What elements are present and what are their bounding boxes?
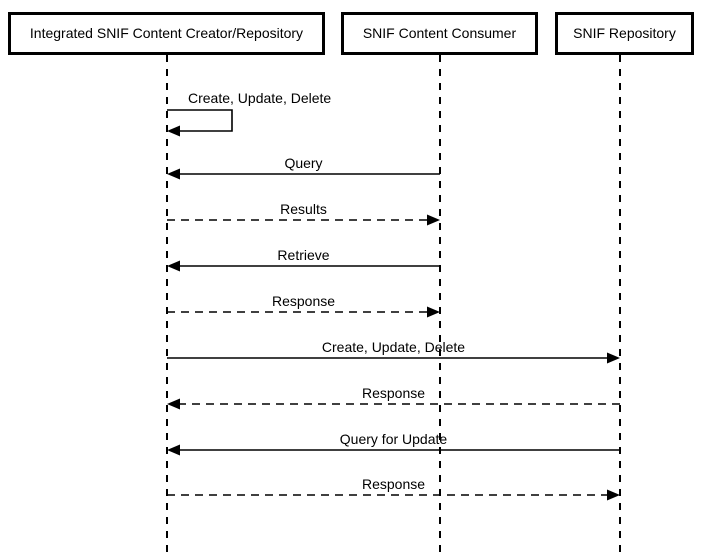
- arrowhead-left: [167, 260, 180, 272]
- arrowhead-right: [427, 214, 440, 226]
- participant-label-repository: SNIF Repository: [573, 25, 676, 41]
- message-self-loop-path: [167, 109, 233, 132]
- message-7-call[interactable]: Query for Update: [167, 431, 620, 456]
- messages-layer: Create, Update, DeleteQueryResultsRetrie…: [167, 90, 620, 501]
- participant-box-repository: [555, 12, 694, 55]
- message-6-return[interactable]: Response: [167, 385, 620, 410]
- message-label-4: Response: [272, 293, 335, 309]
- arrowhead-left: [167, 168, 180, 180]
- participant-repository[interactable]: SNIF Repository: [555, 12, 694, 55]
- arrowhead-left: [167, 444, 180, 456]
- message-0-self[interactable]: Create, Update, Delete: [167, 90, 331, 137]
- message-label-3: Retrieve: [277, 247, 329, 263]
- message-1-call[interactable]: Query: [167, 155, 440, 180]
- message-2-return[interactable]: Results: [167, 201, 440, 226]
- message-4-return[interactable]: Response: [167, 293, 440, 318]
- participant-label-consumer: SNIF Content Consumer: [363, 25, 517, 41]
- participant-consumer[interactable]: SNIF Content Consumer: [341, 12, 538, 55]
- message-label-5: Create, Update, Delete: [322, 339, 465, 355]
- message-label-7: Query for Update: [340, 431, 448, 447]
- message-3-call[interactable]: Retrieve: [167, 247, 440, 272]
- arrowhead-right: [607, 489, 620, 501]
- participant-box-consumer: [341, 12, 538, 55]
- arrowhead-right: [607, 352, 620, 364]
- message-label-6: Response: [362, 385, 425, 401]
- message-label-1: Query: [284, 155, 322, 171]
- participants-layer: Integrated SNIF Content Creator/Reposito…: [8, 12, 694, 55]
- message-8-return[interactable]: Response: [167, 476, 620, 501]
- message-label-0: Create, Update, Delete: [188, 90, 331, 106]
- arrowhead-left: [167, 125, 180, 137]
- participant-creator[interactable]: Integrated SNIF Content Creator/Reposito…: [8, 12, 325, 55]
- arrowhead-left: [167, 398, 180, 410]
- participant-label-creator: Integrated SNIF Content Creator/Reposito…: [30, 25, 303, 41]
- message-label-8: Response: [362, 476, 425, 492]
- participant-box-creator: [8, 12, 325, 55]
- arrowhead-right: [427, 306, 440, 318]
- message-5-call[interactable]: Create, Update, Delete: [167, 339, 620, 364]
- message-label-2: Results: [280, 201, 327, 217]
